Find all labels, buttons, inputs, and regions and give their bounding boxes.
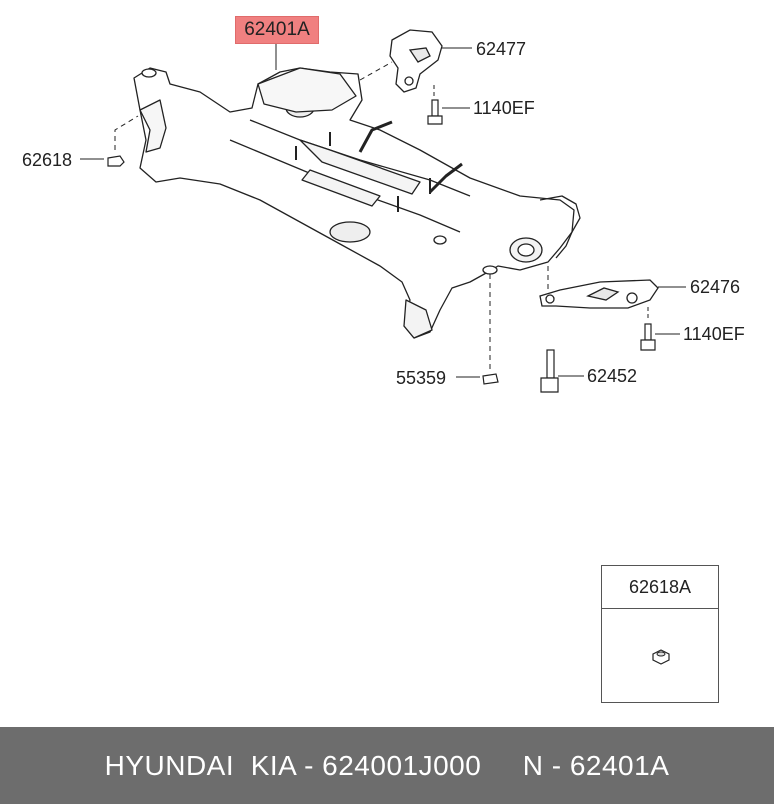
part-label-1140ef-upper: 1140EF <box>473 98 535 118</box>
subframe-body <box>133 67 575 339</box>
footer-brand-code: HYUNDAI KIA - 624001J000 <box>104 749 482 781</box>
bolt-62452 <box>540 349 559 393</box>
part-label-62618: 62618 <box>22 150 73 170</box>
bolt-1140ef-upper <box>427 99 443 125</box>
part-label-62452: 62452 <box>587 366 638 386</box>
bracket-62477 <box>389 29 443 93</box>
nut-62618 <box>107 155 125 167</box>
subframe-drawing <box>80 29 686 393</box>
main-part-label: 62401A <box>235 16 319 44</box>
part-label-55359: 55359 <box>396 368 447 388</box>
part-label-62476: 62476 <box>690 277 741 297</box>
inset-box: 62618A <box>601 565 719 703</box>
bolt-1140ef-lower <box>640 323 656 351</box>
footer-part-number: N - 62401A <box>522 749 670 781</box>
inset-part-label: 62618A <box>602 566 718 609</box>
part-label-62477: 62477 <box>476 39 527 59</box>
bracket-62476 <box>539 279 659 309</box>
nut-55359 <box>482 373 499 385</box>
part-label-1140ef-lower: 1140EF <box>683 324 745 344</box>
inset-nut-icon <box>652 649 670 665</box>
footer-bar: HYUNDAI KIA - 624001J000 N - 62401A <box>0 727 774 804</box>
